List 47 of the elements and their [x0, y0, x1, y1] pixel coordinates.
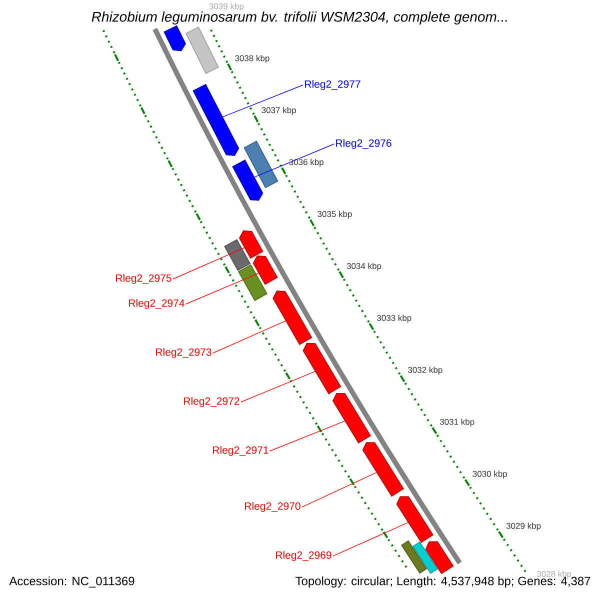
- gene-block: [362, 442, 404, 497]
- scale-label: 3035 kbp: [318, 210, 352, 219]
- leader-line: [302, 472, 377, 508]
- gene-label: Rleg2_2975: [116, 274, 172, 284]
- gene-block: [396, 496, 434, 544]
- gene-block: [244, 140, 278, 188]
- gene-block: [332, 392, 372, 444]
- gene-block: [238, 230, 264, 259]
- scale-label: 3033 kbp: [377, 314, 412, 323]
- leader-line: [254, 144, 334, 178]
- scale-label: 3031 kbp: [440, 418, 474, 427]
- gene-block: [425, 541, 454, 574]
- gene-block: [412, 541, 438, 574]
- leader-line: [212, 320, 286, 354]
- scale-label: 3037 kbp: [262, 106, 296, 115]
- footer-text: Topology: circular; Length: 4,537,948 bp; Genes: 4,387: [296, 576, 590, 588]
- gene-label: Rleg2_2971: [213, 446, 268, 456]
- leader-line: [172, 247, 245, 280]
- scale-label: 3038 kbp: [235, 55, 270, 63]
- gene-block: [192, 84, 240, 156]
- gene-label: Rleg2_2976: [336, 139, 392, 149]
- gene-block: [302, 342, 342, 394]
- gene-block: [272, 290, 312, 346]
- leader-line: [186, 272, 259, 304]
- gene-label: Rleg2_2972: [184, 397, 240, 407]
- scale-label: 3036 kbp: [289, 158, 324, 167]
- gene-block: [185, 26, 219, 74]
- gene-block: [232, 160, 264, 201]
- gene-label: Rleg2_2977: [305, 80, 360, 90]
- gene-label: Rleg2_2969: [276, 551, 332, 561]
- scale-label: 3028 kbp: [536, 570, 572, 579]
- scale-label: 3029 kbp: [506, 522, 541, 531]
- scale-label: 3034 kbp: [346, 262, 382, 271]
- leader-line: [332, 522, 408, 556]
- gene-label: Rleg2_2970: [245, 502, 300, 512]
- scale-label: 3032 kbp: [408, 366, 442, 375]
- gene-block: [252, 255, 278, 285]
- gene-block: [164, 25, 186, 52]
- footer-text: Accession: NC_011369: [9, 576, 134, 588]
- leader-line: [240, 371, 316, 402]
- gene-label: Rleg2_2974: [129, 299, 184, 309]
- scale-label: 3039 kbp: [209, 3, 244, 12]
- leader-line: [222, 84, 304, 118]
- scale-label: 3030 kbp: [472, 470, 507, 479]
- title: Rhizobium leguminosarum bv. trifolii WSM2304, complete genom...: [90, 10, 510, 26]
- leader-line: [270, 420, 346, 452]
- gene-label: Rleg2_2973: [156, 348, 212, 358]
